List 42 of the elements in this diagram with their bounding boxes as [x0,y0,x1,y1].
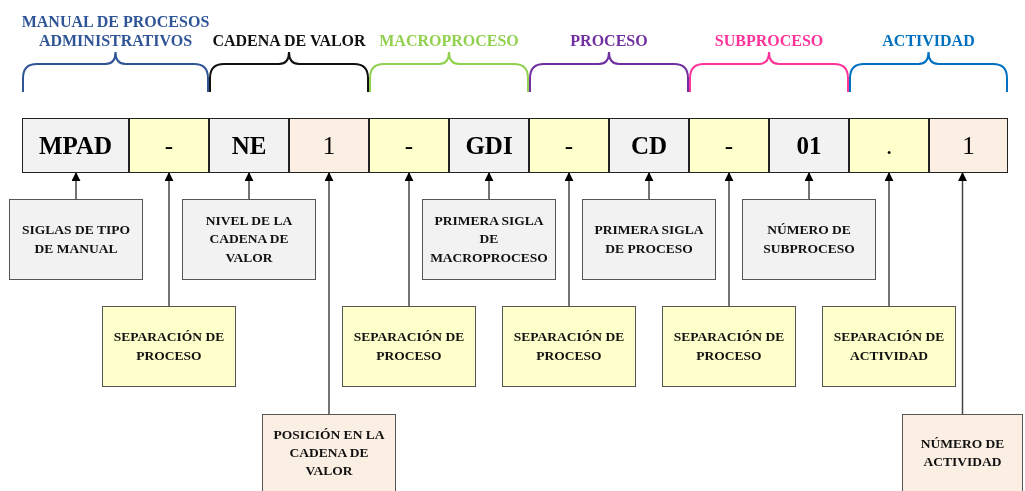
description-box: SIGLAS DE TIPO DE MANUAL [9,199,143,280]
code-segment-cell: 01 [769,118,849,173]
arrow [484,172,494,200]
code-segment-cell: 1 [929,118,1008,173]
description-box: PRIMERA SIGLA DE PROCESO [582,199,716,280]
code-segment-cell: - [689,118,769,173]
description-box: NIVEL DE LA CADENA DE VALOR [182,199,316,280]
description-box: NÚMERO DE ACTIVIDAD [902,414,1023,491]
arrow [164,172,174,307]
code-segment-cell: NE [209,118,289,173]
arrow [404,172,414,307]
description-box: SEPARACIÓN DE PROCESO [342,306,476,387]
arrow [804,172,814,200]
section-heading: MANUAL DE PROCESOS ADMINISTRATIVOS [20,13,211,50]
arrow [724,172,734,307]
code-segment-cell: - [129,118,209,173]
code-segment-cell: CD [609,118,689,173]
arrow [644,172,654,200]
code-segment-cell: 1 [289,118,369,173]
description-box: NÚMERO DE SUBPROCESO [742,199,876,280]
arrow [884,172,894,307]
description-box: SEPARACIÓN DE PROCESO [102,306,236,387]
description-box: SEPARACIÓN DE PROCESO [502,306,636,387]
code-segment-cell: . [849,118,929,173]
section-heading: SUBPROCESO [713,31,825,50]
description-box: PRIMERA SIGLA DE MACROPROCESO [422,199,556,280]
description-box: SEPARACIÓN DE ACTIVIDAD [822,306,956,387]
arrow [71,172,81,200]
description-box: POSICIÓN EN LA CADENA DE VALOR [262,414,396,491]
code-segment-cell: - [529,118,609,173]
arrow [958,172,967,415]
arrow [244,172,254,200]
arrow [564,172,574,307]
section-heading: PROCESO [569,31,649,50]
code-segment-cell: GDI [449,118,529,173]
section-heading: ACTIVIDAD [881,31,976,50]
arrow [324,172,334,415]
code-segment-cell: - [369,118,449,173]
section-heading: MACROPROCESO [378,31,520,50]
section-heading: CADENA DE VALOR [211,31,367,50]
description-box: SEPARACIÓN DE PROCESO [662,306,796,387]
code-segment-cell: MPAD [22,118,129,173]
